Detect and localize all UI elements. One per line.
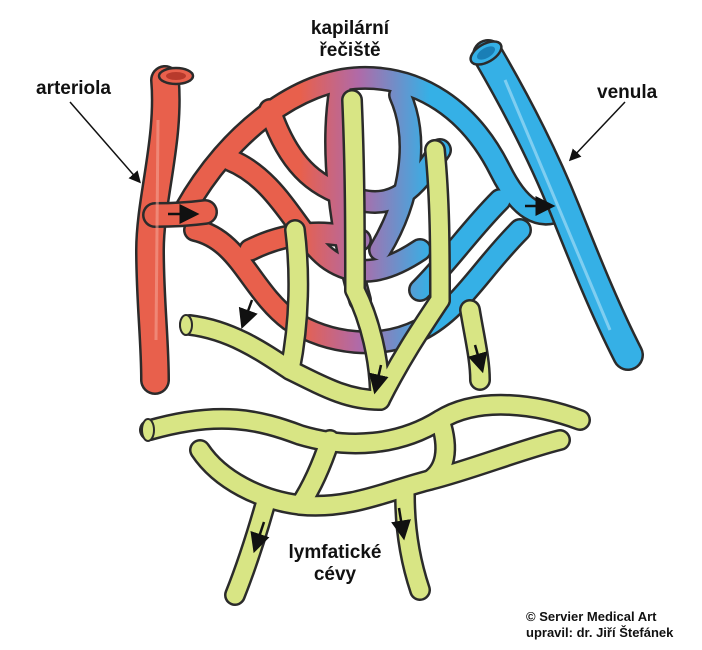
capillary-label-line2: řečiště bbox=[319, 40, 381, 61]
image-credit: © Servier Medical Art upravil: dr. Jiří … bbox=[526, 609, 673, 641]
lymph-arrow-1 bbox=[238, 299, 258, 330]
arteriole-label: arteriola bbox=[36, 78, 111, 99]
venule-leader-line bbox=[568, 101, 626, 162]
lymph-arrow-3 bbox=[467, 344, 488, 374]
venule-vessel bbox=[469, 39, 644, 371]
credit-line2: upravil: dr. Jiří Štefánek bbox=[526, 625, 674, 640]
capillary-label-line1: kapilární bbox=[310, 18, 390, 39]
capillary-bed-label: kapilární řečiště bbox=[290, 18, 410, 62]
arteriole-vessel bbox=[134, 65, 218, 395]
lymph-arrow-5 bbox=[391, 507, 411, 541]
arteriole-leader-line bbox=[69, 101, 141, 184]
lymph-arrow-4 bbox=[250, 521, 270, 554]
lymph-label-line2: cévy bbox=[313, 564, 357, 585]
lymph-label-line1: lymfatické bbox=[288, 542, 382, 563]
lymph-arrow-2 bbox=[369, 364, 389, 395]
lymphatic-vessels-label: lymfatické cévy bbox=[270, 542, 400, 586]
flow-arrows bbox=[168, 196, 556, 554]
venule-label: venula bbox=[597, 82, 658, 103]
credit-line1: © Servier Medical Art bbox=[526, 609, 657, 624]
lymphatic-network bbox=[139, 89, 591, 606]
